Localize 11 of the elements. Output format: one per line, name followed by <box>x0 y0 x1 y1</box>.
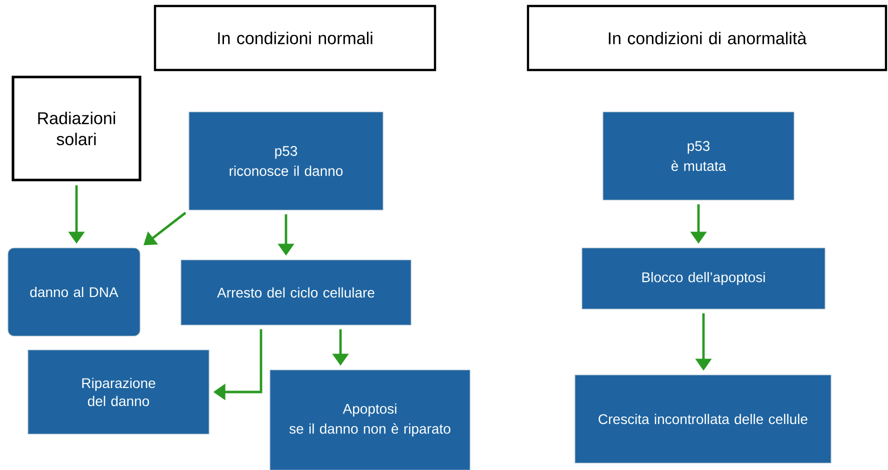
heading-box: In condizioni normali <box>154 4 436 72</box>
process-box: p53 è mutata <box>602 112 794 200</box>
heading-box: In condizioni di anormalità <box>526 4 888 72</box>
process-box: Riparazione del danno <box>28 350 210 434</box>
process-box: Blocco dell’apoptosi <box>582 248 826 310</box>
process-box: Crescita incontrollata delle cellule <box>574 374 832 464</box>
process-box: p53 riconosce il danno <box>188 112 384 210</box>
source-box: Radiazioni solari <box>12 76 142 182</box>
process-box: danno al DNA <box>8 248 140 336</box>
process-box: Apoptosi se il danno non è riparato <box>270 370 470 470</box>
process-box: Arresto del ciclo cellulare <box>180 260 412 326</box>
